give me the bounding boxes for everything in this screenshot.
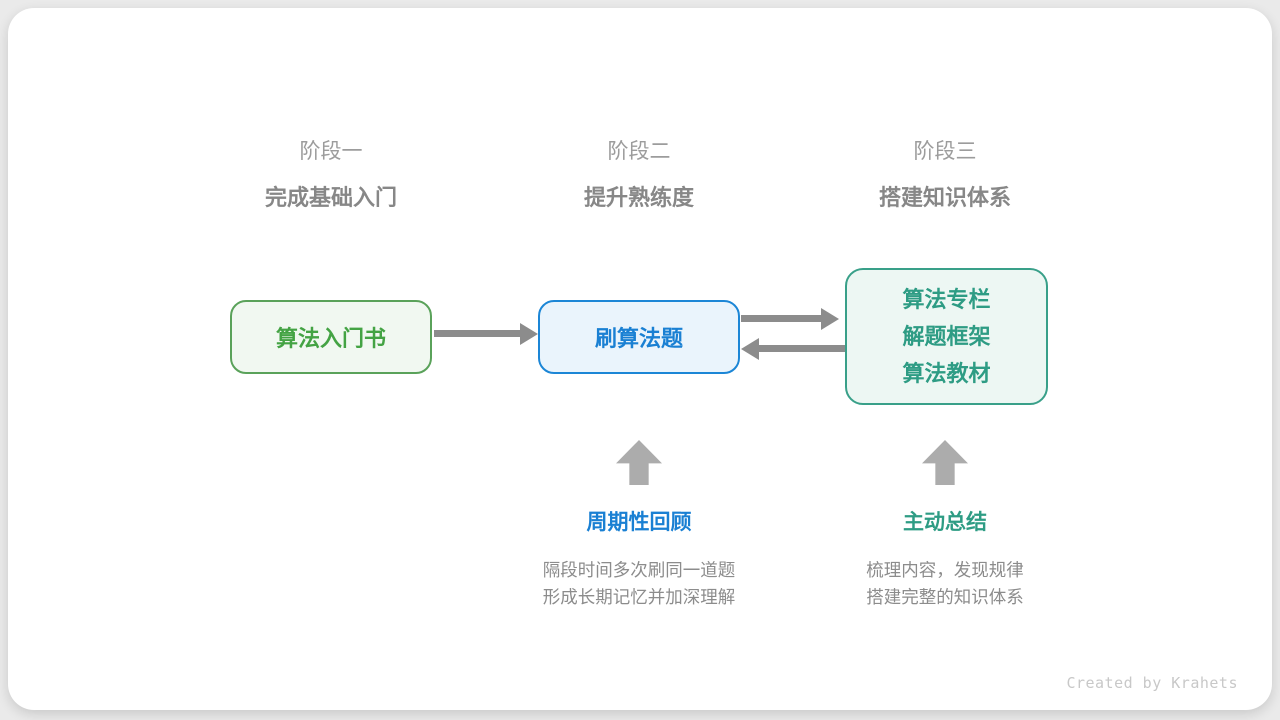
node-line-1: 算法专栏 [902, 287, 991, 312]
annotation-periodic-review: 周期性回顾 隔段时间多次刷同一道题 形成长期记忆并加深理解 [479, 510, 799, 611]
annotation-description: 梳理内容，发现规律 搭建完整的知识体系 [785, 557, 1105, 611]
arrow-up-icon [616, 440, 662, 485]
arrow-right-icon [434, 330, 520, 337]
annotation-active-summary: 主动总结 梳理内容，发现规律 搭建完整的知识体系 [785, 510, 1105, 611]
stage-2-label: 阶段二 [607, 140, 671, 163]
stage-1-subtitle: 完成基础入门 [264, 185, 397, 210]
node-line-2: 解题框架 [902, 324, 991, 349]
arrow-right-icon [741, 315, 821, 322]
stage-3-subtitle: 搭建知识体系 [878, 185, 1011, 210]
stage-2-header: 阶段二 提升熟练度 [489, 138, 789, 213]
node-line-3: 算法教材 [902, 361, 991, 386]
node-label: 刷算法题 [594, 326, 683, 351]
annotation-desc-line-2: 形成长期记忆并加深理解 [542, 587, 736, 607]
stage-3-header: 阶段三 搭建知识体系 [795, 138, 1095, 213]
node-label: 算法入门书 [275, 326, 386, 351]
arrow-up-icon [922, 440, 968, 485]
node-knowledge-resources: 算法专栏 解题框架 算法教材 [845, 268, 1048, 405]
node-algorithm-intro-book: 算法入门书 [230, 300, 432, 374]
annotation-title: 周期性回顾 [586, 511, 692, 534]
stage-1-label: 阶段一 [299, 140, 363, 163]
stage-2-subtitle: 提升熟练度 [583, 185, 694, 210]
annotation-description: 隔段时间多次刷同一道题 形成长期记忆并加深理解 [479, 557, 799, 611]
annotation-desc-line-1: 梳理内容，发现规律 [866, 560, 1024, 580]
node-solve-problems: 刷算法题 [538, 300, 740, 374]
diagram-canvas: 阶段一 完成基础入门 阶段二 提升熟练度 阶段三 搭建知识体系 算法入门书 刷算… [8, 8, 1272, 710]
credit-text: Created by Krahets [1066, 674, 1238, 692]
annotation-title: 主动总结 [903, 511, 987, 534]
annotation-desc-line-1: 隔段时间多次刷同一道题 [542, 560, 736, 580]
stage-1-header: 阶段一 完成基础入门 [181, 138, 481, 213]
arrow-left-icon [759, 345, 845, 352]
stage-3-label: 阶段三 [913, 140, 977, 163]
annotation-desc-line-2: 搭建完整的知识体系 [866, 587, 1024, 607]
